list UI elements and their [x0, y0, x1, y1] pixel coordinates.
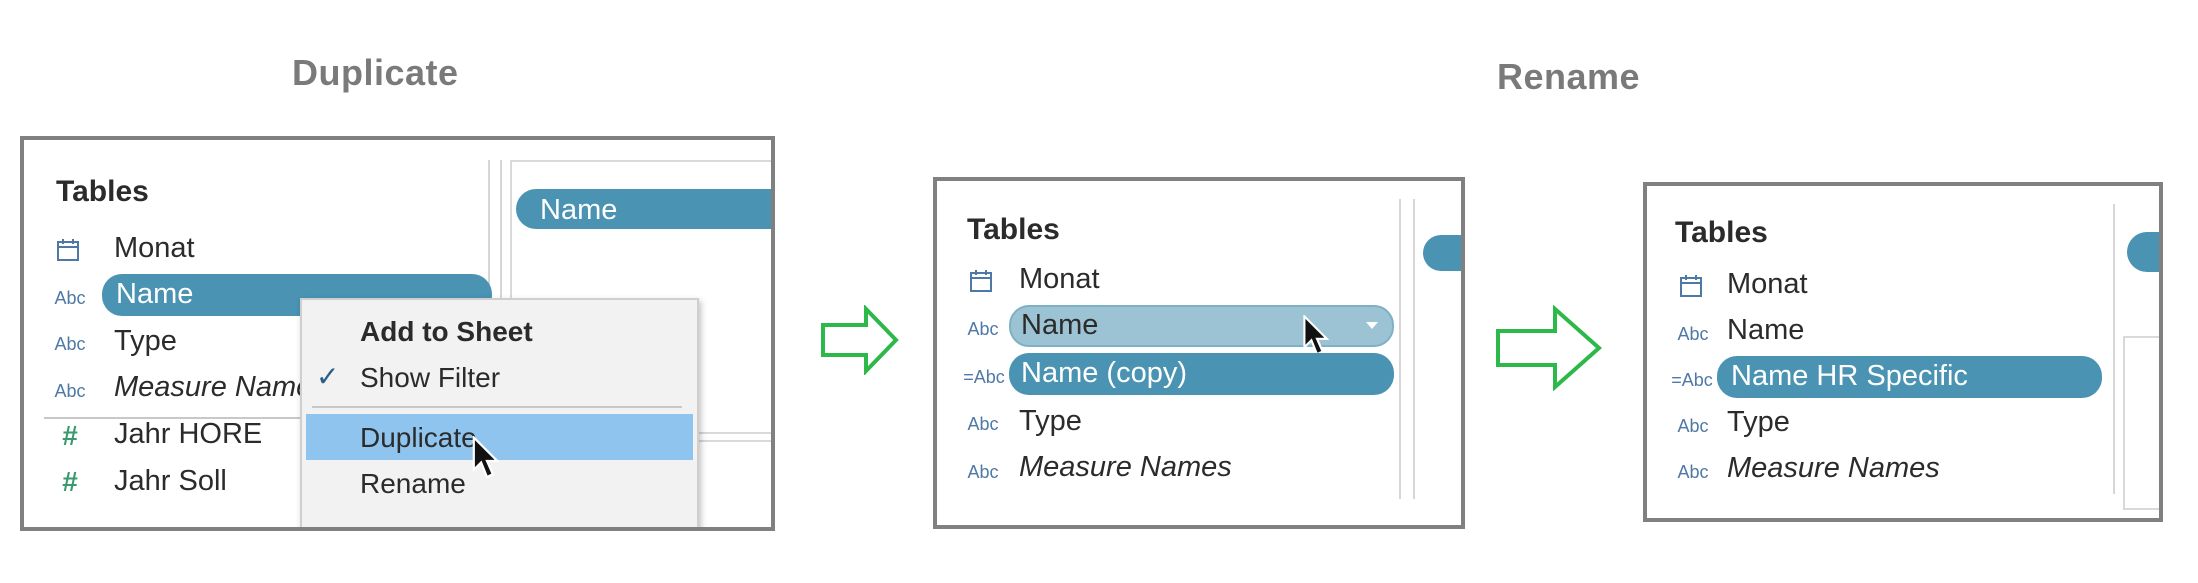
abc-icon: Abc: [54, 380, 86, 401]
field-jahr-soll[interactable]: Jahr Soll: [114, 465, 227, 497]
field-name-dragging[interactable]: [1009, 305, 1394, 347]
measure-names-clip: Measure Names: [1019, 447, 1399, 481]
calculated-abc-icon: =Abc: [1671, 369, 1713, 390]
field-name-label: Name: [1021, 309, 1099, 341]
field-type[interactable]: Type: [114, 325, 177, 357]
rename-before-panel: Tables Monat Abc Name =Abc Name (copy) A…: [933, 177, 1465, 529]
tables-title: Tables: [56, 175, 149, 208]
menu-divider: [312, 406, 682, 408]
menu-add-to-sheet[interactable]: Add to Sheet: [302, 308, 697, 354]
abc-icon: Abc: [1677, 323, 1709, 344]
field-measure-names[interactable]: Measure Names: [114, 371, 327, 403]
shelf-pill-label: Name: [540, 194, 618, 226]
panel-separator: [2113, 204, 2115, 494]
field-type[interactable]: Type: [1019, 405, 1082, 437]
rename-heading: Rename: [1497, 56, 1641, 97]
shelf-pill-name[interactable]: [516, 189, 771, 229]
menu-rename[interactable]: Rename: [302, 460, 697, 506]
number-icon: #: [62, 420, 78, 451]
context-menu: Add to Sheet ✓ Show Filter Duplicate Ren…: [300, 298, 699, 527]
menu-item-label: Show Filter: [360, 362, 501, 393]
field-jahr-hore[interactable]: Jahr HORE: [114, 418, 263, 450]
shelf-pill-edge[interactable]: [1423, 235, 1461, 271]
menu-item-label: Rename: [360, 468, 466, 499]
calendar-icon: [50, 232, 86, 268]
duplicate-heading: Duplicate: [292, 52, 459, 93]
abc-icon: Abc: [967, 461, 999, 482]
field-name-copy[interactable]: [1009, 353, 1394, 395]
field-monat[interactable]: Monat: [1019, 263, 1100, 295]
checkmark-icon: ✓: [316, 361, 340, 392]
shelf-area: [2123, 336, 2159, 510]
tables-title: Tables: [967, 213, 1060, 246]
right-arrow-icon: [821, 305, 899, 375]
abc-icon: Abc: [967, 413, 999, 434]
rename-after-panel: Tables Monat Abc Name =Abc Name HR Speci…: [1643, 182, 2163, 522]
field-type[interactable]: Type: [1727, 406, 1790, 438]
abc-icon: Abc: [54, 287, 86, 308]
field-name-hr-specific-label: Name HR Specific: [1731, 360, 1968, 392]
duplicate-panel: Tables Name Monat Abc Name Abc Type Abc …: [20, 136, 775, 531]
dropdown-caret-icon: [1366, 322, 1378, 329]
tables-title: Tables: [1675, 216, 1768, 249]
field-monat[interactable]: Monat: [114, 232, 195, 264]
field-name-hr-specific[interactable]: [1717, 356, 2102, 398]
shelf-pill-edge[interactable]: [2127, 232, 2159, 272]
calculated-abc-icon: =Abc: [963, 366, 1005, 387]
calendar-icon: [963, 263, 999, 299]
abc-icon: Abc: [1677, 461, 1709, 482]
number-icon: #: [62, 466, 78, 497]
dimension-measure-divider: [44, 417, 324, 419]
menu-show-filter[interactable]: ✓ Show Filter: [302, 354, 697, 400]
panel-separator: [1399, 199, 1401, 499]
field-name-label: Name: [116, 278, 194, 310]
mouse-cursor-icon: [1303, 315, 1330, 356]
menu-duplicate[interactable]: Duplicate: [306, 414, 693, 460]
field-monat[interactable]: Monat: [1727, 268, 1808, 300]
abc-icon: Abc: [54, 333, 86, 354]
field-measure-names[interactable]: Measure Names: [1727, 452, 1940, 484]
menu-item-label: Duplicate: [360, 422, 477, 453]
field-name-copy-label: Name (copy): [1021, 357, 1187, 389]
calendar-icon: [1673, 268, 1709, 304]
field-measure-names[interactable]: Measure Names: [1019, 451, 1232, 481]
abc-icon: Abc: [967, 318, 999, 339]
right-arrow-icon: [1496, 305, 1603, 391]
menu-item-label: Add to Sheet: [360, 316, 533, 347]
mouse-cursor-icon: [472, 436, 500, 479]
field-name[interactable]: Name: [1727, 314, 1805, 346]
abc-icon: Abc: [1677, 415, 1709, 436]
panel-separator: [1413, 199, 1415, 499]
